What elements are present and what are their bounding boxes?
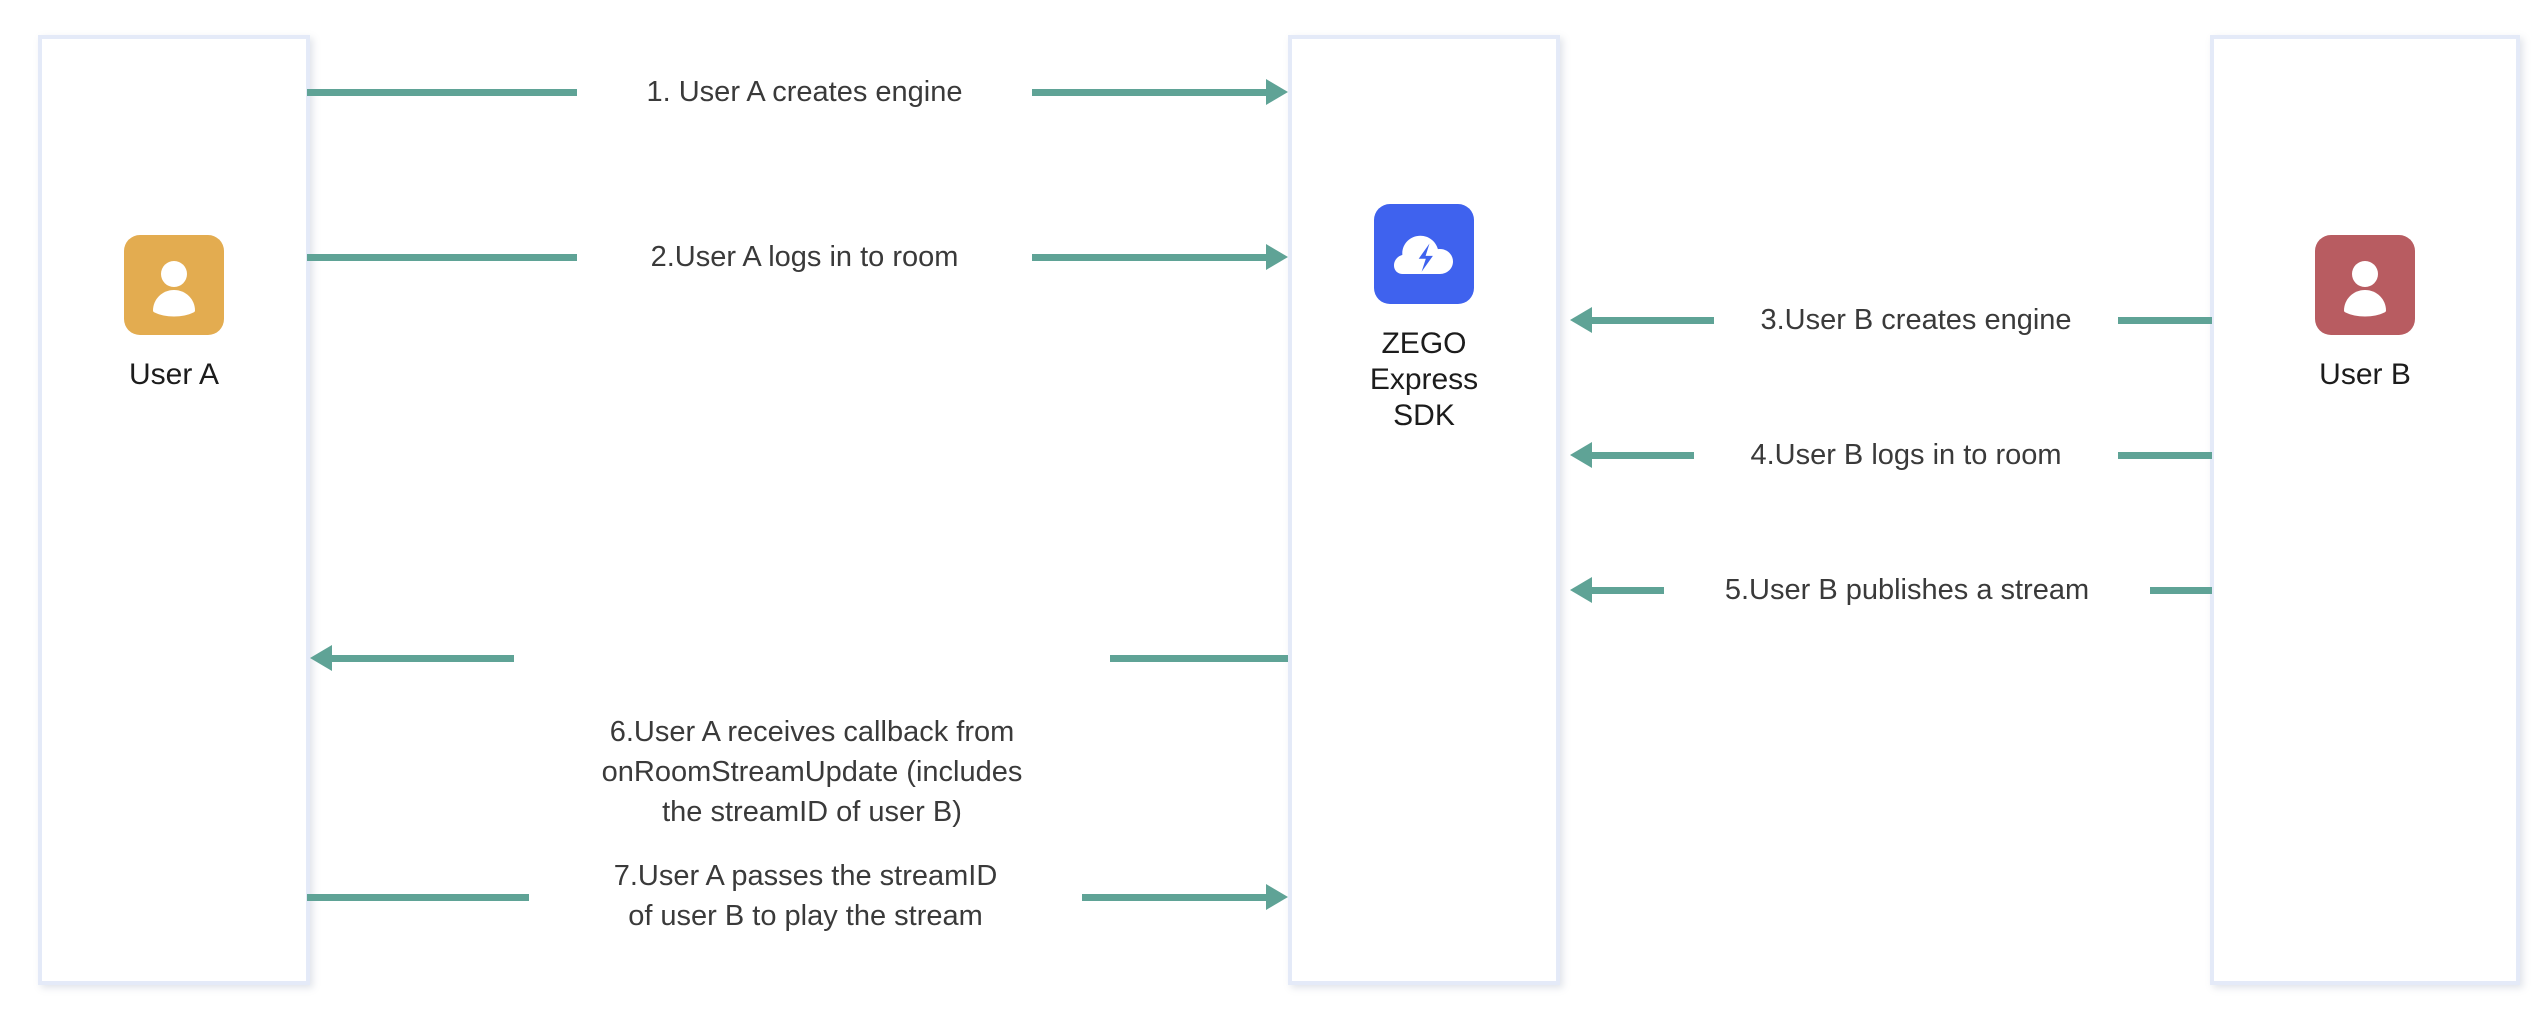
- arrow-line: [1032, 89, 1266, 96]
- actor-label-user-a: User A: [128, 358, 220, 391]
- actor-zego-sdk: ZEGO Express SDK: [1292, 204, 1556, 434]
- actor-user-b: User B: [2214, 235, 2516, 393]
- arrow-line: [307, 894, 529, 901]
- message-label-3: 3.User B creates engine: [1760, 304, 2072, 336]
- arrow-line: [1592, 452, 1694, 459]
- arrow-line: [2150, 587, 2212, 594]
- arrow-line: [1082, 894, 1266, 901]
- message-label-4: 4.User B logs in to room: [1750, 439, 2062, 471]
- arrow-head-left-icon: [1570, 307, 1592, 333]
- arrow-head-left-icon: [1570, 442, 1592, 468]
- arrow-line: [332, 655, 514, 662]
- actor-user-a: User A: [42, 235, 306, 393]
- arrow-line: [307, 254, 577, 261]
- message-label-6: 6.User A receives callback from onRoomSt…: [601, 716, 1023, 828]
- actor-label-zego-sdk: ZEGO Express SDK: [1369, 327, 1479, 432]
- arrow-line: [1592, 587, 1664, 594]
- arrow-line: [307, 89, 577, 96]
- lifeline-user-a: User A: [38, 35, 310, 985]
- arrow-head-left-icon: [1570, 577, 1592, 603]
- cloud-lightning-icon: [1374, 204, 1474, 304]
- arrow-line: [2118, 452, 2212, 459]
- arrow-line: [1110, 655, 1288, 662]
- message-label-1: 1. User A creates engine: [646, 76, 963, 108]
- arrow-line: [1032, 254, 1266, 261]
- arrow-line: [2118, 317, 2212, 324]
- person-avatar-icon: [124, 235, 224, 335]
- actor-label-user-b: User B: [2319, 358, 2411, 391]
- arrow-head-right-icon: [1266, 79, 1288, 105]
- lifeline-zego-sdk: ZEGO Express SDK: [1288, 35, 1560, 985]
- arrow-head-right-icon: [1266, 884, 1288, 910]
- message-label-5: 5.User B publishes a stream: [1724, 574, 2090, 606]
- message-label-7: 7.User A passes the streamID of user B t…: [613, 860, 998, 932]
- lifeline-user-b: User B: [2210, 35, 2520, 985]
- arrow-head-right-icon: [1266, 244, 1288, 270]
- arrow-line: [1592, 317, 1714, 324]
- person-avatar-icon: [2315, 235, 2415, 335]
- message-label-2: 2.User A logs in to room: [650, 241, 959, 273]
- arrow-head-left-icon: [310, 645, 332, 671]
